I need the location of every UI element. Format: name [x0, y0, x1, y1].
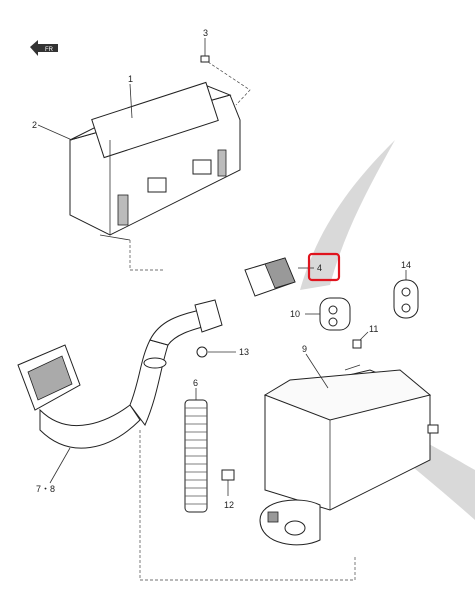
label-part-1: 1: [128, 74, 133, 84]
label-part-9: 9: [302, 344, 307, 354]
part-10-grommet: [319, 297, 351, 331]
label-part-13: 13: [239, 347, 249, 357]
label-part-4: 4: [317, 263, 322, 273]
watermark-swoosh-upper: [300, 140, 395, 290]
label-part-6: 6: [193, 378, 198, 388]
part-4-vent-duct: [244, 257, 296, 297]
label-part-10: 10: [290, 309, 300, 319]
part-9-heater-box: [259, 364, 439, 546]
part-3-clip: [200, 38, 210, 63]
label-part-12: 12: [224, 500, 234, 510]
front-direction-badge: FR: [30, 40, 58, 56]
watermark-swoosh-lower: [330, 400, 475, 520]
label-part-7-8: 7・8: [36, 484, 55, 494]
part-12-bolt: [221, 469, 235, 496]
part-7-8-duct-assembly: [17, 299, 223, 449]
part-11-screw: [352, 331, 369, 349]
label-part-11: 11: [369, 324, 378, 334]
part-6-flexible-hose: [184, 388, 208, 513]
front-badge-label: FR: [45, 47, 54, 53]
part-1-heater-housing: [69, 81, 241, 241]
label-part-3: 3: [203, 28, 208, 38]
label-part-14: 14: [401, 260, 411, 270]
label-part-2: 2: [32, 120, 37, 130]
highlight-box-part-4[interactable]: [307, 252, 341, 282]
part-14-grommet: [393, 270, 419, 319]
part-13-clip: [196, 346, 236, 358]
